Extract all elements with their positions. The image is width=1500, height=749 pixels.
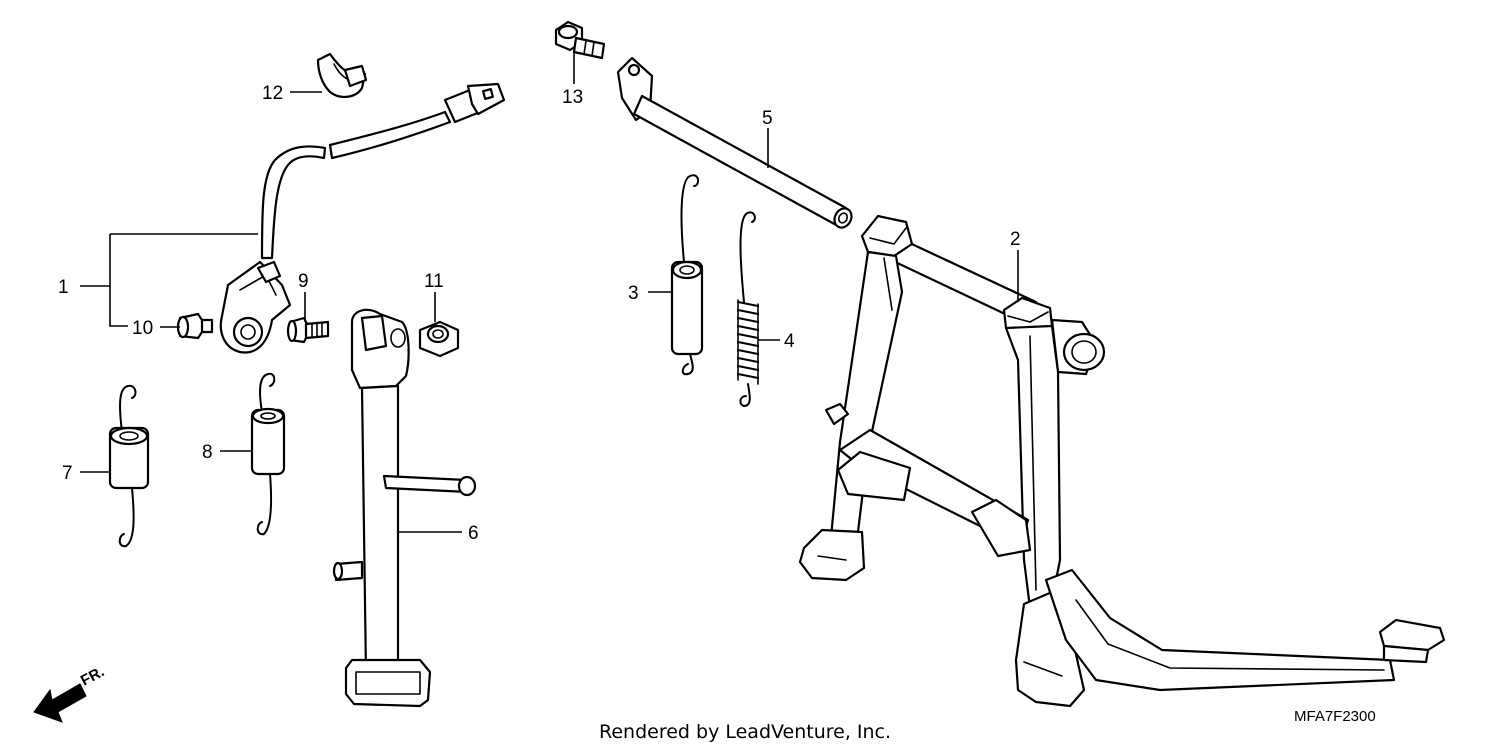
leader-lines (80, 52, 1019, 533)
callout-labels: 1 2 3 4 5 6 7 8 9 10 11 12 13 (58, 83, 1021, 544)
part-4-coil-spring[interactable] (737, 211, 759, 408)
callout-12[interactable]: 12 (262, 83, 283, 104)
part-6-side-stand[interactable] (332, 308, 477, 708)
callout-6[interactable]: 6 (468, 523, 479, 544)
part-5-pivot-shaft[interactable] (616, 56, 855, 231)
callout-9[interactable]: 9 (298, 271, 309, 292)
part-8-spring[interactable] (250, 372, 286, 536)
callout-13[interactable]: 13 (562, 87, 583, 108)
callout-7[interactable]: 7 (62, 463, 73, 484)
part-9-bolt[interactable] (286, 316, 330, 344)
part-13-flange-bolt[interactable] (554, 20, 606, 60)
part-11-nut[interactable] (418, 320, 460, 358)
callout-10[interactable]: 10 (132, 318, 153, 339)
callout-3[interactable]: 3 (628, 283, 639, 304)
render-caption: Rendered by LeadVenture, Inc. (599, 721, 891, 743)
callout-8[interactable]: 8 (202, 442, 213, 463)
callout-4[interactable]: 4 (784, 331, 795, 352)
part-1-side-stand-switch[interactable] (219, 82, 506, 354)
callout-11[interactable]: 11 (424, 271, 444, 292)
callout-2[interactable]: 2 (1010, 229, 1021, 250)
part-3-spring[interactable] (670, 174, 704, 376)
direction-label: FR. (78, 663, 107, 689)
callout-5[interactable]: 5 (762, 108, 773, 129)
part-2-main-stand[interactable] (798, 214, 1446, 708)
part-10-nut[interactable] (176, 312, 214, 340)
part-7-spring[interactable] (108, 384, 150, 548)
part-12-clamp[interactable] (316, 52, 368, 98)
diagram-code: MFA7F2300 (1294, 708, 1376, 725)
front-direction-arrow-icon: FR. (33, 663, 107, 723)
callout-1[interactable]: 1 (58, 277, 69, 298)
